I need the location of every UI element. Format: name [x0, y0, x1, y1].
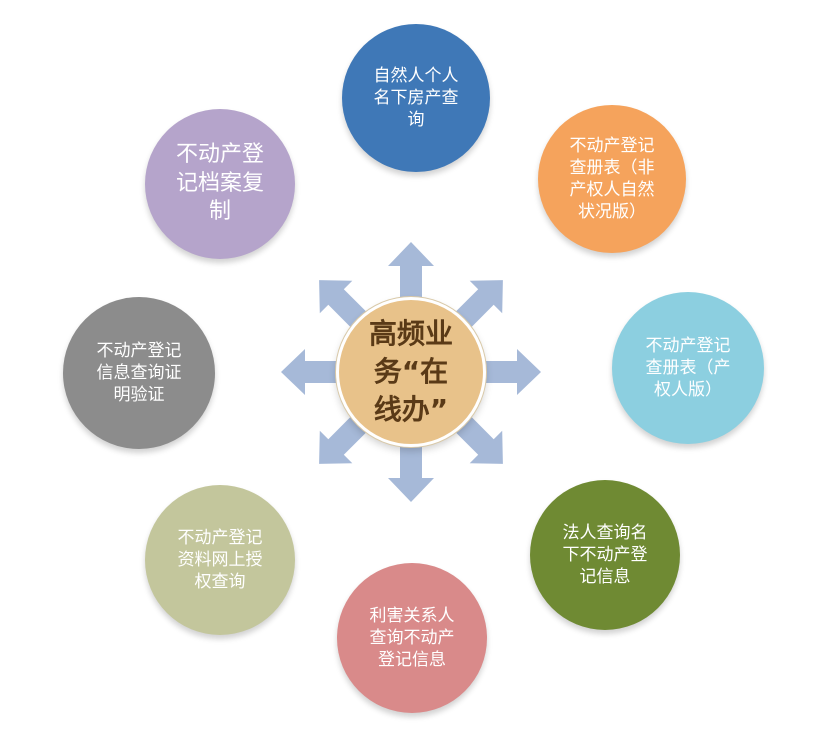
node-online-authorized-query-label: 不动产登记 资料网上授 权查询	[177, 527, 263, 593]
arrow-left	[281, 349, 339, 395]
node-personal-property-query-label: 自然人个人 名下房产查 询	[373, 65, 459, 131]
node-online-authorized-query: 不动产登记 资料网上授 权查询	[145, 485, 295, 635]
node-personal-property-query: 自然人个人 名下房产查 询	[342, 24, 490, 172]
arrow-down-right	[454, 415, 503, 464]
node-archive-copy: 不动产登 记档案复 制	[145, 109, 295, 259]
node-legal-person-query-label: 法人查询名 下不动产登 记信息	[562, 522, 648, 588]
node-register-owner-label: 不动产登记 查册表（产 权人版）	[645, 335, 731, 401]
node-register-nonowner-label: 不动产登记 查册表（非 产权人自然 状况版）	[569, 135, 655, 223]
arrow-up-left	[319, 280, 368, 329]
arrow-down-left	[319, 415, 368, 464]
node-legal-person-query: 法人查询名 下不动产登 记信息	[530, 480, 680, 630]
center-label: 高频业 务“在 线办”	[368, 317, 453, 426]
arrow-up-right	[454, 280, 503, 329]
node-interested-party-query: 利害关系人 查询不动产 登记信息	[337, 563, 487, 713]
node-certificate-verify-label: 不动产登记 信息查询证 明验证	[96, 340, 182, 406]
center-node: 高频业 务“在 线办”	[336, 297, 486, 447]
node-register-owner: 不动产登记 查册表（产 权人版）	[612, 292, 764, 444]
node-interested-party-query-label: 利害关系人 查询不动产 登记信息	[369, 605, 455, 671]
node-register-nonowner: 不动产登记 查册表（非 产权人自然 状况版）	[538, 105, 686, 253]
arrow-right	[483, 349, 541, 395]
node-archive-copy-label: 不动产登 记档案复 制	[175, 142, 264, 225]
arrow-down	[388, 444, 434, 502]
node-certificate-verify: 不动产登记 信息查询证 明验证	[63, 297, 215, 449]
arrow-up	[388, 242, 434, 300]
